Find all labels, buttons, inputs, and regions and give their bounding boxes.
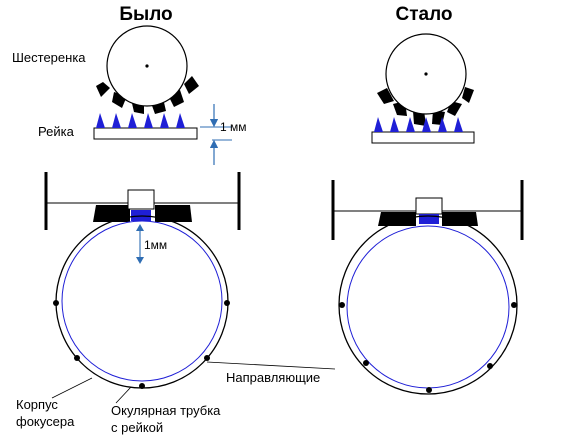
guides-after (339, 302, 517, 393)
body-label-line2: фокусера (16, 414, 75, 429)
leaders (51, 361, 336, 404)
rack-gap-dimension (200, 104, 232, 165)
bracket-after (331, 180, 524, 240)
body-label-line1: Корпус (16, 397, 58, 412)
rack-after (371, 117, 475, 144)
rack-before (93, 113, 198, 140)
before-panel: Шестеренка Рейка 1 мм (12, 25, 247, 389)
after-panel (331, 33, 524, 395)
gear-label: Шестеренка (12, 50, 86, 65)
tube-after (346, 225, 510, 389)
guides-label: Направляющие (226, 370, 320, 385)
gear-before (96, 25, 199, 114)
heading-before: Было (119, 4, 172, 25)
rack-gap-label: 1 мм (220, 120, 247, 134)
gear-after (377, 33, 474, 126)
heading-after: Стало (395, 4, 452, 25)
focuser-body-before (55, 215, 229, 389)
tube-gap-label: 1мм (144, 238, 167, 252)
tube-label-line2: с рейкой (111, 420, 163, 435)
rack-label: Рейка (38, 124, 75, 139)
tube-label-line1: Окулярная трубка (111, 403, 221, 418)
guides-before (53, 300, 230, 389)
tube-gap-dimension (136, 224, 144, 264)
tube-before (61, 220, 223, 382)
